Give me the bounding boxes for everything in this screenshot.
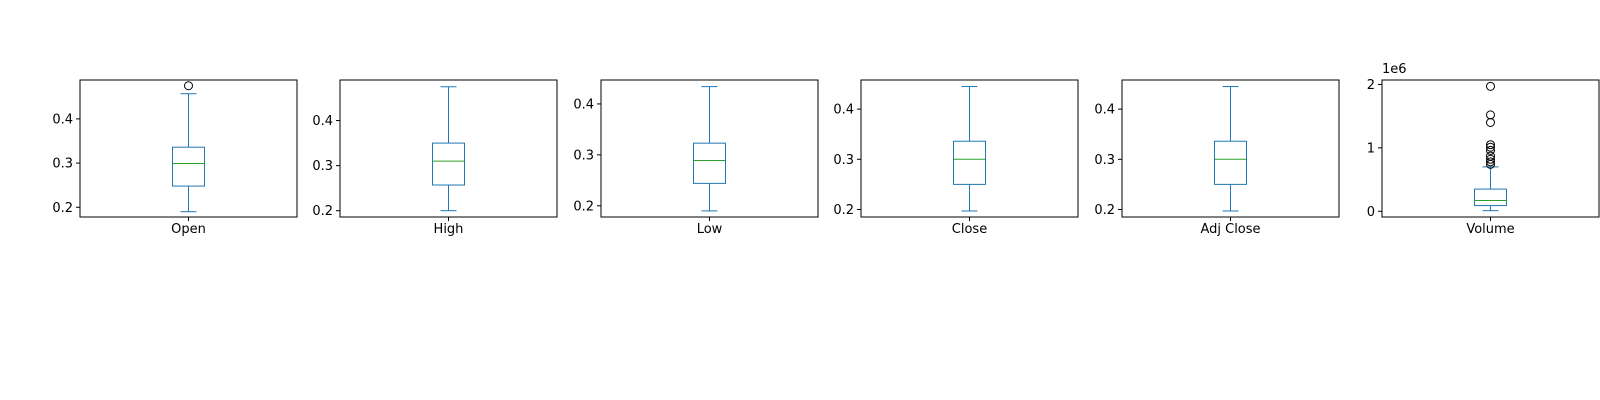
y-tick-label: 0.4 xyxy=(312,114,333,129)
iqr-box xyxy=(953,140,986,185)
iqr-box xyxy=(693,142,726,184)
y-tick-label: 0.4 xyxy=(573,97,594,112)
outlier-point xyxy=(1486,81,1495,91)
y-tick-label: 0.2 xyxy=(52,201,73,216)
y-tick-label: 0.4 xyxy=(833,103,854,118)
y-tick-label: 0.4 xyxy=(1094,103,1115,118)
y-tick-label: 0.3 xyxy=(312,159,333,174)
y-tick-label: 0.2 xyxy=(312,204,333,219)
x-category-label: Open xyxy=(171,222,206,237)
outlier-point xyxy=(184,81,193,91)
y-tick-label: 2 xyxy=(1367,78,1375,93)
y-offset-label: 1e6 xyxy=(1382,62,1407,77)
x-category-label: Close xyxy=(952,222,987,237)
iqr-box xyxy=(1474,188,1507,207)
outlier-point xyxy=(1486,151,1495,161)
outlier-point xyxy=(1486,117,1495,127)
x-category-label: Low xyxy=(697,222,723,237)
x-category-label: Adj Close xyxy=(1200,222,1260,237)
y-tick-label: 0.4 xyxy=(52,112,73,127)
y-tick-label: 0.3 xyxy=(52,157,73,172)
y-tick-label: 0.3 xyxy=(573,148,594,163)
y-tick-label: 0.2 xyxy=(833,203,854,218)
outlier-point xyxy=(1486,157,1495,167)
y-tick-label: 0.2 xyxy=(573,199,594,214)
y-tick-label: 0.2 xyxy=(1094,203,1115,218)
y-tick-label: 0.3 xyxy=(1094,153,1115,168)
iqr-box xyxy=(1214,140,1247,185)
y-tick-label: 0 xyxy=(1367,205,1375,220)
iqr-box xyxy=(432,142,465,186)
y-tick-label: 0.3 xyxy=(833,153,854,168)
x-category-label: High xyxy=(434,222,464,237)
iqr-box xyxy=(172,146,205,187)
outlier-point xyxy=(1486,154,1495,164)
outlier-point xyxy=(1486,142,1495,152)
outlier-point xyxy=(1486,140,1495,150)
outlier-point xyxy=(1486,145,1495,155)
outlier-point xyxy=(1486,110,1495,120)
y-tick-label: 1 xyxy=(1367,141,1375,156)
x-category-label: Volume xyxy=(1466,222,1514,237)
